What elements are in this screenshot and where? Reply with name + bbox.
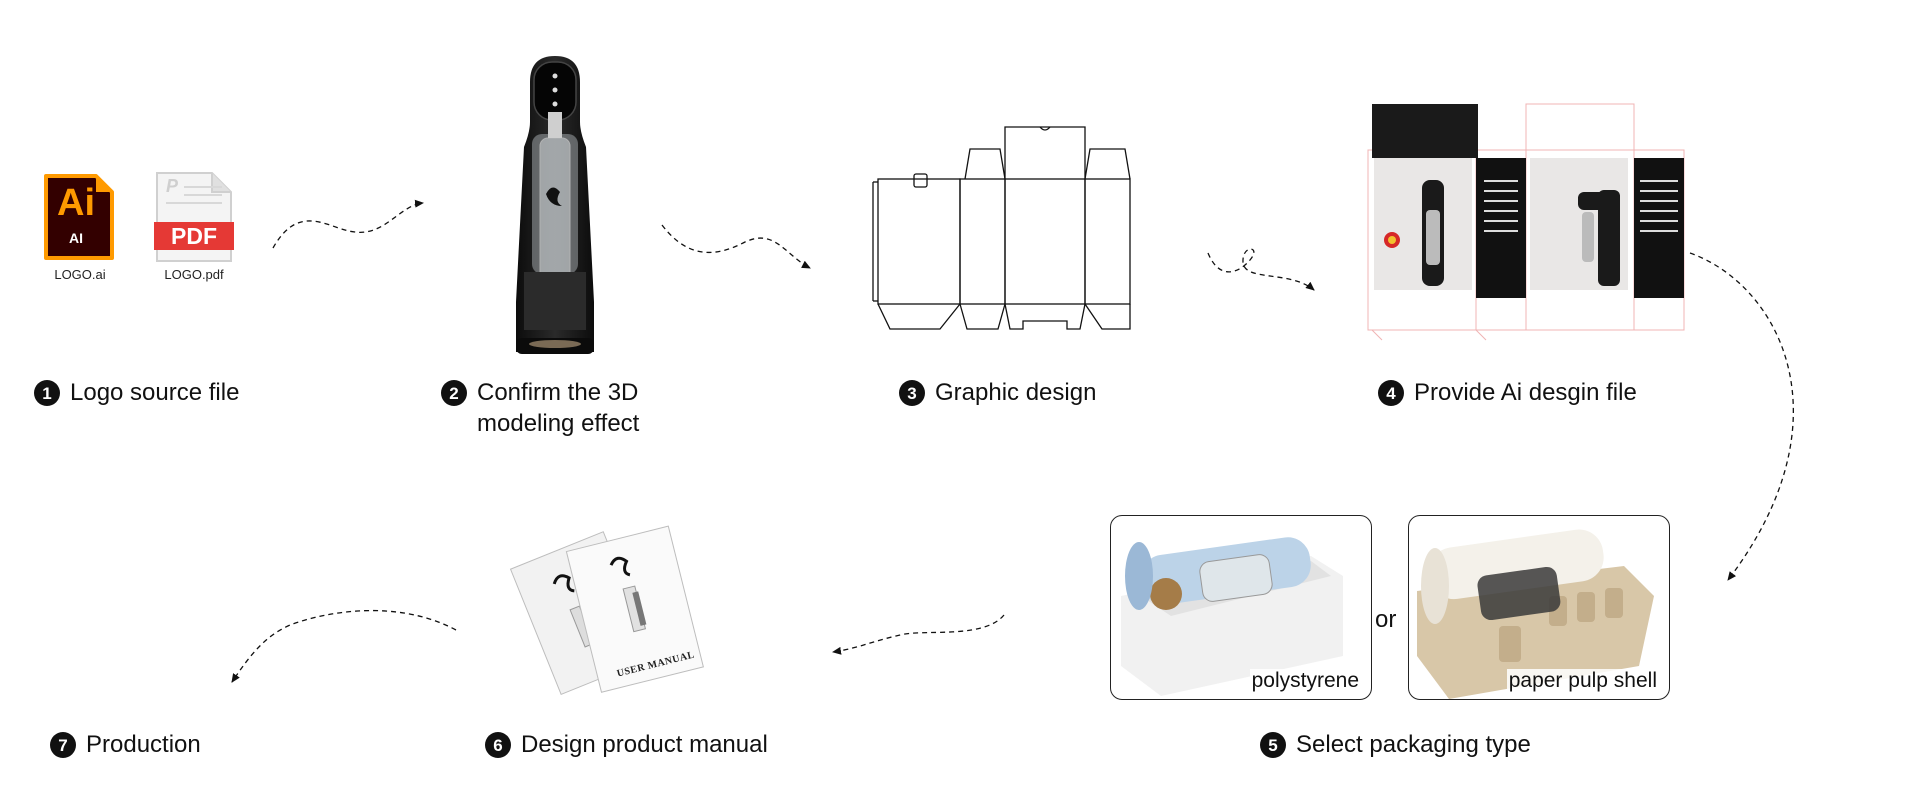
step-7-text: Production: [86, 731, 201, 758]
step-4-number: 4: [1378, 380, 1404, 406]
polystyrene-tray-illustration: [1121, 537, 1343, 696]
step-2-text-line-1: Confirm the 3D: [477, 379, 639, 406]
step-5-label: 5 Select packaging type: [1260, 729, 1531, 760]
printed-box-artwork: [1367, 103, 1685, 341]
step-6-text: Design product manual: [521, 731, 768, 758]
ai-icon-subtext: AI: [69, 230, 83, 246]
pdf-file-icon: P PDF: [154, 170, 234, 264]
user-manual-booklets: [509, 525, 704, 696]
step-7-label: 7 Production: [50, 729, 201, 760]
paper-pulp-caption: paper pulp shell: [1506, 669, 1659, 693]
ai-icon-text: Ai: [57, 182, 95, 224]
paper-pulp-tray-illustration: [1417, 529, 1654, 699]
soda-machine-illustration: [516, 56, 594, 354]
step-7-number: 7: [50, 732, 76, 758]
step-3-label: 3 Graphic design: [899, 377, 1096, 408]
step-3-number: 3: [899, 380, 925, 406]
pdf-icon-text: PDF: [171, 223, 217, 249]
step-5-text: Select packaging type: [1296, 731, 1531, 758]
step-6-label: 6 Design product manual: [485, 729, 768, 760]
step-4-label: 4 Provide Ai desgin file: [1378, 377, 1637, 408]
pdf-file-caption: LOGO.pdf: [164, 267, 224, 282]
step-1-number: 1: [34, 380, 60, 406]
ai-file-caption: LOGO.ai: [54, 267, 106, 282]
step-2-text: Confirm the 3D modeling effect: [477, 377, 639, 439]
step-2-label: 2 Confirm the 3D modeling effect: [441, 377, 639, 439]
ai-file-icon: Ai AI: [42, 172, 116, 262]
box-dieline-drawing: [872, 126, 1131, 330]
svg-text:P: P: [166, 176, 179, 196]
step-1-text: Logo source file: [70, 379, 240, 406]
step-3-text: Graphic design: [935, 379, 1097, 406]
step-5-number: 5: [1260, 732, 1286, 758]
packaging-option-paper-pulp[interactable]: paper pulp shell: [1408, 515, 1670, 700]
step-2-text-line-2: modeling effect: [477, 410, 640, 437]
step-4-text: Provide Ai desgin file: [1414, 379, 1637, 406]
or-separator: or: [1375, 606, 1397, 633]
packaging-option-polystyrene[interactable]: polystyrene: [1110, 515, 1372, 700]
polystyrene-caption: polystyrene: [1249, 669, 1361, 693]
step-6-number: 6: [485, 732, 511, 758]
step-1-label: 1 Logo source file: [34, 377, 239, 408]
step-2-number: 2: [441, 380, 467, 406]
